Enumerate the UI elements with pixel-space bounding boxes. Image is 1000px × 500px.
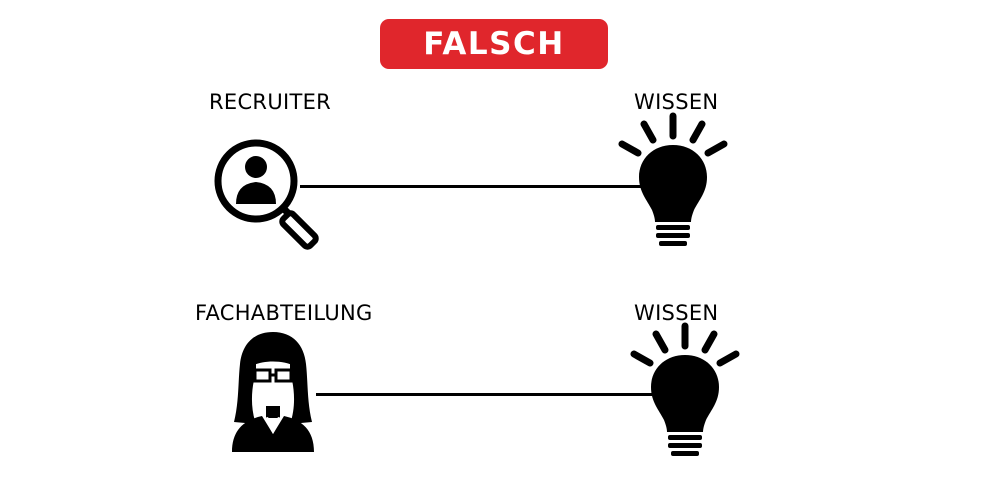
source-label-recruiter: RECRUITER [209, 90, 332, 114]
target-label-wissen: WISSEN [634, 301, 719, 325]
target-label-wissen: WISSEN [634, 90, 719, 114]
falsch-badge: FALSCH [380, 19, 608, 69]
lightbulb-icon [628, 322, 742, 466]
connector-line-fachabteilung [316, 393, 662, 396]
magnifier-person-icon [210, 132, 340, 261]
connector-line-recruiter [300, 185, 650, 188]
lightbulb-icon [616, 112, 730, 256]
source-label-fachabteilung: FACHABTEILUNG [195, 301, 373, 325]
woman-with-glasses-icon [226, 330, 320, 456]
